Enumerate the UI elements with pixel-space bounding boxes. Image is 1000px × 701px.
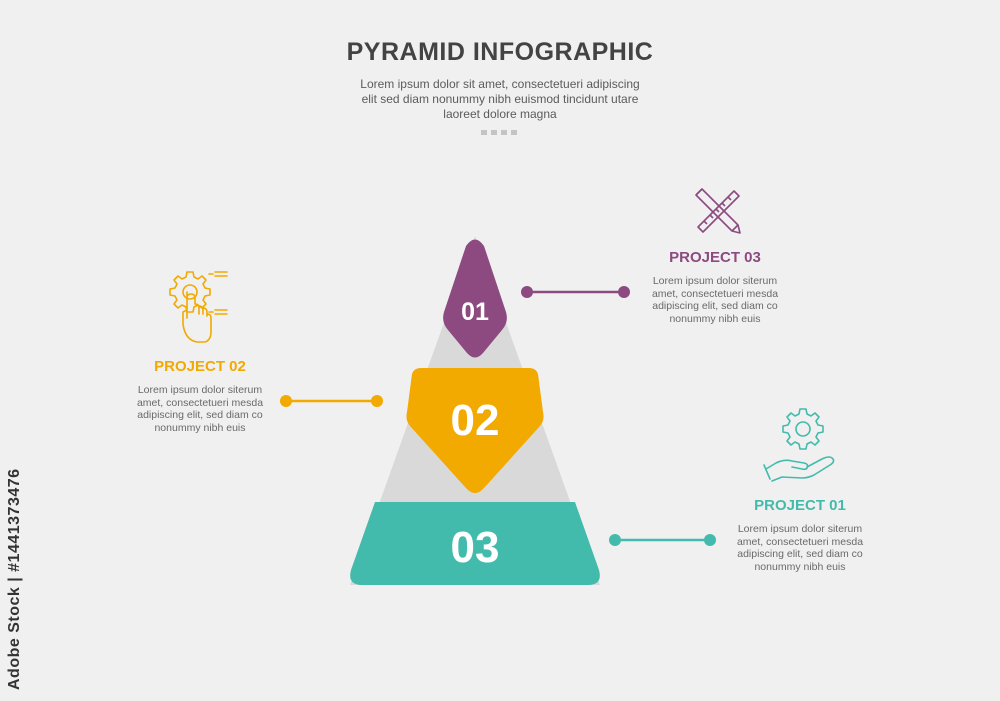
subtitle-line: elit sed diam nonummy nibh euismod tinci… <box>361 92 639 106</box>
connector-project-03 <box>521 286 630 298</box>
title-divider-dots <box>481 130 517 135</box>
hand-gear-icon <box>763 408 835 482</box>
description-line: Lorem ipsum dolor siterum <box>737 523 863 535</box>
pencil-ruler-icon <box>695 188 741 234</box>
pyramid-level-02-shape <box>406 368 544 493</box>
description-line: amet, consectetueri mesda <box>651 287 779 300</box>
hand-gear-touch-icon <box>169 271 228 343</box>
subtitle-line: laoreet dolore magna <box>443 107 557 121</box>
project-01-title: PROJECT 01 <box>754 497 846 514</box>
description-line: Lorem ipsum dolor siterum <box>652 275 778 287</box>
description-line: adipiscing elit, sed diam co <box>737 548 863 560</box>
description-line: adipiscing elit, sed diam co <box>137 409 263 421</box>
project-02-description: Lorem ipsum dolor siterum amet, consecte… <box>125 384 275 434</box>
pyramid-level-03-shape <box>350 502 600 585</box>
description-line: amet, consectetueri mesda <box>736 535 864 548</box>
pyramid-level-01-number: 01 <box>461 298 489 326</box>
watermark-side-text: Adobe Stock | #1441373476 <box>6 468 23 690</box>
description-line: Lorem ipsum dolor siterum <box>137 384 263 396</box>
subtitle-line: Lorem ipsum dolor sit amet, consectetuer… <box>360 77 640 91</box>
description-line: nonummy nibh euis <box>669 312 761 325</box>
pyramid-level-02-number: 02 <box>450 396 500 445</box>
page-subtitle: Lorem ipsum dolor sit amet, consectetuer… <box>330 77 670 122</box>
project-03-description: Lorem ipsum dolor siterum amet, consecte… <box>640 275 790 325</box>
connector-project-01 <box>609 534 716 546</box>
description-line: adipiscing elit, sed diam co <box>652 300 778 312</box>
connector-project-02 <box>280 395 383 407</box>
description-line: nonummy nibh euis <box>754 560 846 573</box>
description-line: nonummy nibh euis <box>154 421 246 434</box>
page-title: PYRAMID INFOGRAPHIC <box>346 38 654 66</box>
project-02-title: PROJECT 02 <box>154 358 246 375</box>
project-01-description: Lorem ipsum dolor siterum amet, consecte… <box>725 523 875 573</box>
pyramid-level-03-number: 03 <box>450 523 500 572</box>
description-line: amet, consectetueri mesda <box>136 396 264 409</box>
project-03-title: PROJECT 03 <box>669 249 761 266</box>
pyramid-level-01-shape <box>443 239 507 358</box>
